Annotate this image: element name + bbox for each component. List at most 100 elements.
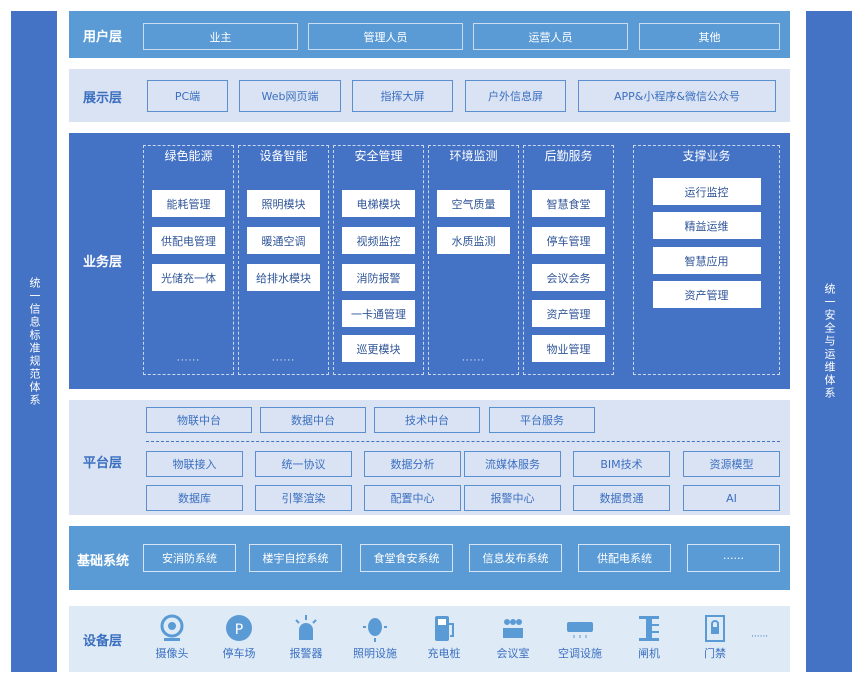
- platform-hub: 数据中台: [260, 407, 366, 433]
- layer-title: 设备层: [83, 634, 123, 649]
- platform-hub: 物联中台: [146, 407, 252, 433]
- business-item: 会议会务: [532, 264, 605, 291]
- business-item: 暖通空调: [247, 227, 320, 254]
- display-box: 户外信息屏: [465, 80, 566, 112]
- layer-title: 用户层: [83, 30, 123, 45]
- business-item: 智慧应用: [652, 247, 761, 274]
- left-standard-bar: 统一信息标准规范体系: [11, 11, 57, 672]
- display-box: 指挥大屏: [352, 80, 453, 112]
- group-title: 后勤服务: [544, 149, 593, 163]
- user-box: 管理人员: [308, 23, 463, 50]
- business-group: 绿色能源能耗管理供配电管理光储充一体······: [143, 145, 234, 375]
- user-box: 其他: [639, 23, 780, 50]
- business-item: 给排水模块: [247, 264, 320, 291]
- device-item: 报警器: [276, 614, 336, 661]
- platform-item: 数据库: [146, 485, 243, 511]
- business-item: 一卡通管理: [342, 300, 415, 327]
- business-layer: 业务层 绿色能源能耗管理供配电管理光储充一体······设备智能照明模块暖通空调…: [69, 133, 790, 389]
- platform-item: 配置中心: [364, 485, 461, 511]
- display-box: APP&小程序&微信公众号: [578, 80, 776, 112]
- base-system-box: 信息发布系统: [469, 544, 562, 572]
- layer-title: 展示层: [83, 91, 123, 106]
- business-item: 能耗管理: [152, 190, 225, 217]
- device-item: 摄像头: [142, 614, 202, 661]
- business-group: 后勤服务智慧食堂停车管理会议会务资产管理物业管理······: [523, 145, 614, 375]
- user-box: 运营人员: [473, 23, 628, 50]
- device-label: 报警器: [289, 647, 323, 660]
- layer-title: 平台层: [83, 456, 123, 471]
- base-system-box: 楼宇自控系统: [249, 544, 342, 572]
- device-label: 空调设施: [558, 647, 602, 660]
- platform-item: AI: [683, 485, 780, 511]
- parking-icon: P: [226, 615, 252, 641]
- group-title: 环境监测: [449, 149, 498, 163]
- platform-item: 物联接入: [146, 451, 243, 477]
- group-title: 安全管理: [354, 149, 403, 163]
- business-item: 视频监控: [342, 227, 415, 254]
- base-system-box: 供配电系统: [578, 544, 671, 572]
- base-system-box: ······: [687, 544, 780, 572]
- business-item: 消防报警: [342, 264, 415, 291]
- device-label: 摄像头: [155, 647, 189, 660]
- alarm-icon: [295, 615, 317, 640]
- device-item: 照明设施: [345, 614, 405, 661]
- meeting-room-icon: [503, 619, 523, 638]
- air-conditioner-icon: [567, 622, 593, 638]
- layer-title: 基础系统: [77, 554, 130, 569]
- light-bulb-icon: [363, 618, 387, 642]
- business-item: 智慧食堂: [532, 190, 605, 217]
- more-dots: ······: [461, 356, 486, 366]
- group-title: 设备智能: [259, 149, 308, 163]
- business-item: 运行监控: [652, 178, 761, 205]
- device-label: 照明设施: [353, 647, 397, 660]
- business-group: 支撑业务运行监控精益运维智慧应用资产管理: [633, 145, 780, 375]
- platform-item: 统一协议: [255, 451, 352, 477]
- business-group: 设备智能照明模块暖通空调给排水模块······: [238, 145, 329, 375]
- device-item: 闸机: [619, 614, 679, 661]
- layer-title: 业务层: [83, 255, 123, 270]
- svg-text:P: P: [235, 622, 243, 638]
- business-item: 停车管理: [532, 227, 605, 254]
- platform-hub: 平台服务: [489, 407, 595, 433]
- business-item: 水质监测: [437, 227, 510, 254]
- user-box: 业主: [143, 23, 298, 50]
- business-item: 供配电管理: [152, 227, 225, 254]
- more-dots: ······: [556, 356, 581, 366]
- base-system-box: 食堂食安系统: [360, 544, 453, 572]
- business-item: 资产管理: [652, 281, 761, 308]
- device-item: 会议室: [483, 614, 543, 661]
- divider: [146, 441, 780, 442]
- platform-hub: 技术中台: [374, 407, 480, 433]
- device-label: 充电桩: [427, 647, 461, 660]
- device-label: 停车场: [222, 647, 256, 660]
- display-box: Web网页端: [239, 80, 341, 112]
- user-layer: 用户层 业主 管理人员 运营人员 其他: [69, 11, 790, 58]
- business-item: 电梯模块: [342, 190, 415, 217]
- more-dots: ······: [366, 356, 391, 366]
- device-label: 闸机: [638, 647, 660, 660]
- business-item: 空气质量: [437, 190, 510, 217]
- gate-icon: [639, 616, 659, 641]
- business-item: 精益运维: [652, 212, 761, 239]
- business-item: 巡更模块: [342, 335, 415, 362]
- right-security-bar: 统一安全与运维体系: [806, 11, 852, 672]
- platform-item: 数据分析: [364, 451, 461, 477]
- more-dots: ······: [271, 356, 296, 366]
- business-group: 安全管理电梯模块视频监控消防报警一卡通管理巡更模块······: [333, 145, 424, 375]
- business-group: 环境监测空气质量水质监测 ······: [428, 145, 519, 375]
- business-item: 光储充一体: [152, 264, 225, 291]
- device-item: 充电桩: [414, 614, 474, 661]
- platform-item: 资源模型: [683, 451, 780, 477]
- group-title: 绿色能源: [164, 149, 213, 163]
- platform-layer: 平台层 物联中台数据中台技术中台平台服务物联接入统一协议数据分析流媒体服务 BIM…: [69, 400, 790, 515]
- device-label: 会议室: [496, 647, 530, 660]
- business-item: 资产管理: [532, 300, 605, 327]
- display-box: PC端: [147, 80, 228, 112]
- display-layer: 展示层 PC端 Web网页端 指挥大屏 户外信息屏 APP&小程序&微信公众号: [69, 69, 790, 122]
- platform-item: BIM技术: [573, 451, 670, 477]
- device-item: P 停车场: [209, 614, 269, 661]
- business-item: 物业管理: [532, 335, 605, 362]
- charging-pile-icon: [435, 616, 454, 641]
- platform-item: 流媒体服务: [464, 451, 561, 477]
